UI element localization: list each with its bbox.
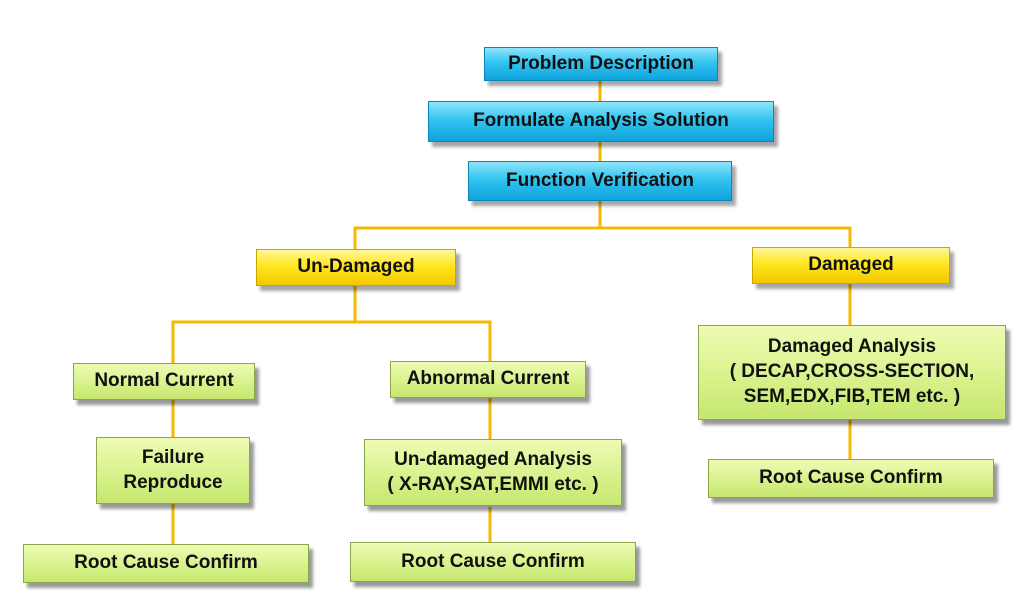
node-abnormal-current: Abnormal Current <box>390 361 586 398</box>
node-text-line: Problem Description <box>508 52 694 74</box>
connector-verification-branches <box>353 200 602 250</box>
node-root-cause-confirm-normal: Root Cause Confirm <box>23 544 309 583</box>
node-un-damaged: Un-Damaged <box>256 249 456 286</box>
node-text-line: Abnormal Current <box>406 368 570 390</box>
node-formulate-analysis-solution: Formulate Analysis Solution <box>428 101 774 142</box>
node-text-line: Root Cause Confirm <box>401 550 585 572</box>
node-text-line: Damaged Analysis <box>767 336 937 358</box>
connector-verification-damaged <box>600 226 852 248</box>
node-root-cause-confirm-abnormal: Root Cause Confirm <box>350 542 636 582</box>
connector-undamaged-currents <box>171 320 492 364</box>
node-problem-description: Problem Description <box>484 47 718 81</box>
node-damaged-analysis: Damaged Analysis ( DECAP,CROSS-SECTION,SE… <box>698 325 1006 420</box>
node-text-line: Root Cause Confirm <box>759 467 943 489</box>
node-text-line: ( DECAP,CROSS-SECTION, <box>729 361 975 383</box>
node-function-verification: Function Verification <box>468 161 732 201</box>
node-text-line: ( X-RAY,SAT,EMMI etc. ) <box>387 473 599 495</box>
node-normal-current: Normal Current <box>73 363 255 400</box>
node-text-line: Root Cause Confirm <box>74 552 258 574</box>
node-root-cause-confirm-damaged: Root Cause Confirm <box>708 459 994 498</box>
node-text-line: Damaged <box>808 254 894 276</box>
node-text-line: Un-Damaged <box>297 256 415 278</box>
node-undamaged-analysis: Un-damaged Analysis ( X-RAY,SAT,EMMI etc.… <box>364 439 622 506</box>
node-damaged: Damaged <box>752 247 950 284</box>
node-text-line: Un-damaged Analysis <box>394 448 592 470</box>
node-text-line: Normal Current <box>94 370 234 392</box>
node-text-line: Failure <box>141 446 205 468</box>
node-text-line: Formulate Analysis Solution <box>473 110 729 132</box>
node-text-line: Reproduce <box>123 471 223 493</box>
node-text-line: Function Verification <box>506 169 694 191</box>
node-text-line: SEM,EDX,FIB,TEM etc. ) <box>743 385 961 407</box>
